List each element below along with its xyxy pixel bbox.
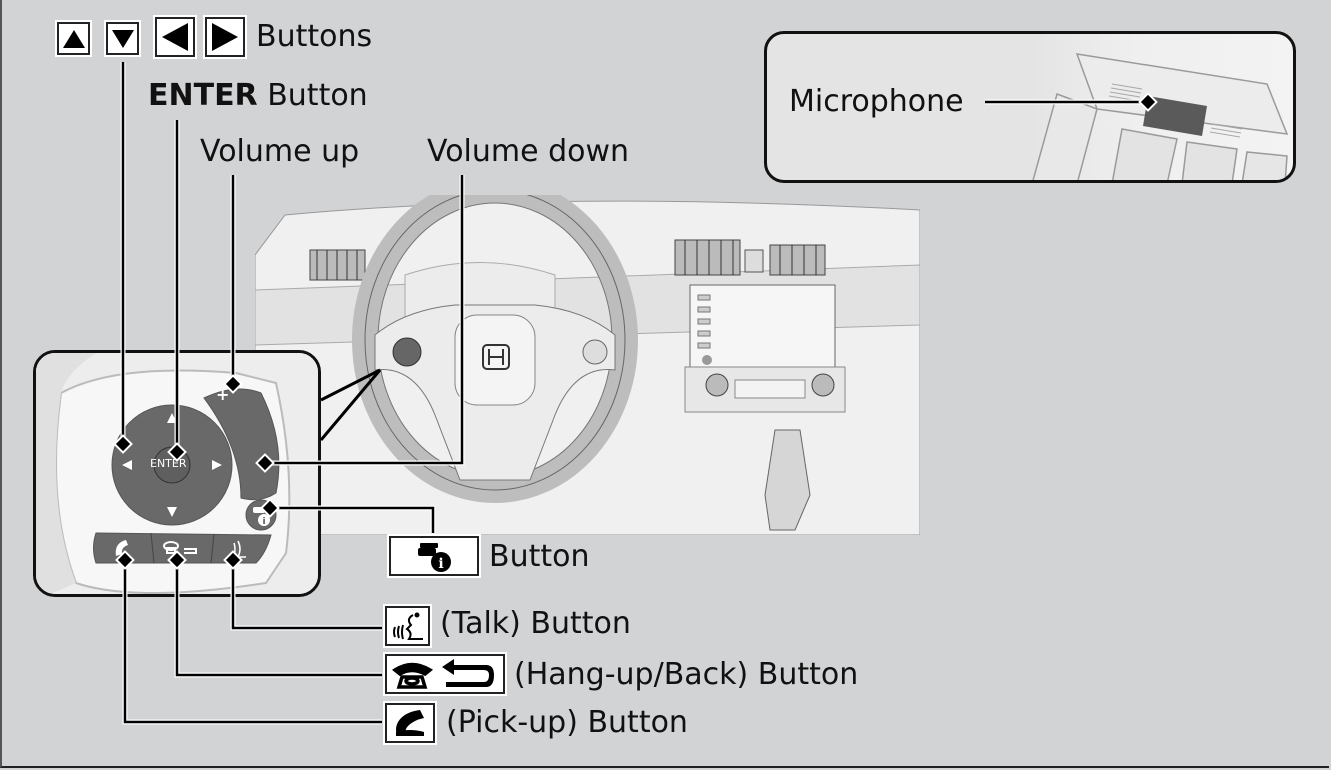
enter-button-label: ENTER bbox=[150, 457, 187, 470]
hang-up-phone-icon bbox=[392, 662, 434, 689]
dpad-right-icon bbox=[212, 460, 222, 470]
arrow-up-icon bbox=[62, 29, 85, 48]
steering-wheel-controls-inset: i ENTER + – bbox=[33, 350, 321, 597]
dpad-down-icon bbox=[167, 507, 177, 517]
pick-up-phone-icon bbox=[396, 710, 424, 736]
enter-label-bold: ENTER bbox=[148, 78, 258, 113]
arrow-right-key bbox=[205, 17, 245, 57]
talk-key bbox=[385, 606, 430, 646]
enter-button-callout: ENTER Button bbox=[148, 78, 368, 114]
phone-info-label: Button bbox=[489, 539, 590, 574]
infotainment-screen bbox=[689, 284, 836, 374]
microphone-inset: Microphone bbox=[764, 31, 1296, 183]
climate-controls bbox=[684, 366, 846, 413]
talk-icon bbox=[392, 612, 423, 640]
left-air-vent bbox=[309, 249, 366, 281]
arrow-right-icon bbox=[212, 23, 238, 51]
pick-up-label: (Pick-up) Button bbox=[446, 705, 688, 740]
arrow-left-key bbox=[155, 17, 195, 57]
arrow-buttons-label: Buttons bbox=[256, 19, 373, 54]
enter-label-text: Button bbox=[257, 78, 368, 113]
pick-up-key bbox=[385, 703, 435, 743]
hang-up-back-key bbox=[385, 654, 505, 694]
arrow-left-icon bbox=[162, 23, 188, 51]
overhead-console-illustration bbox=[1032, 53, 1289, 180]
phone-info-icon: i bbox=[418, 543, 451, 572]
phone-info-key: i bbox=[389, 536, 479, 576]
microphone-label: Microphone bbox=[789, 84, 964, 119]
microphone-grille bbox=[1143, 96, 1207, 136]
back-arrow-icon bbox=[442, 659, 494, 687]
arrow-down-icon bbox=[111, 29, 134, 48]
talk-label: (Talk) Button bbox=[440, 606, 631, 641]
volume-down-glyph: – bbox=[256, 453, 264, 472]
hang-up-back-label: (Hang-up/Back) Button bbox=[514, 657, 859, 692]
svg-text:i: i bbox=[262, 517, 265, 527]
svg-text:i: i bbox=[438, 556, 443, 572]
shift-lever bbox=[764, 429, 811, 531]
honda-logo bbox=[482, 344, 510, 370]
center-air-vents bbox=[674, 239, 826, 276]
volume-up-label: Volume up bbox=[200, 134, 360, 169]
volume-up-glyph: + bbox=[216, 385, 230, 404]
dpad-left-icon bbox=[122, 460, 132, 470]
volume-down-label: Volume down bbox=[427, 134, 630, 169]
dashboard-illustration bbox=[255, 195, 920, 535]
arrow-up-key bbox=[57, 22, 90, 55]
arrow-down-key bbox=[106, 22, 139, 55]
